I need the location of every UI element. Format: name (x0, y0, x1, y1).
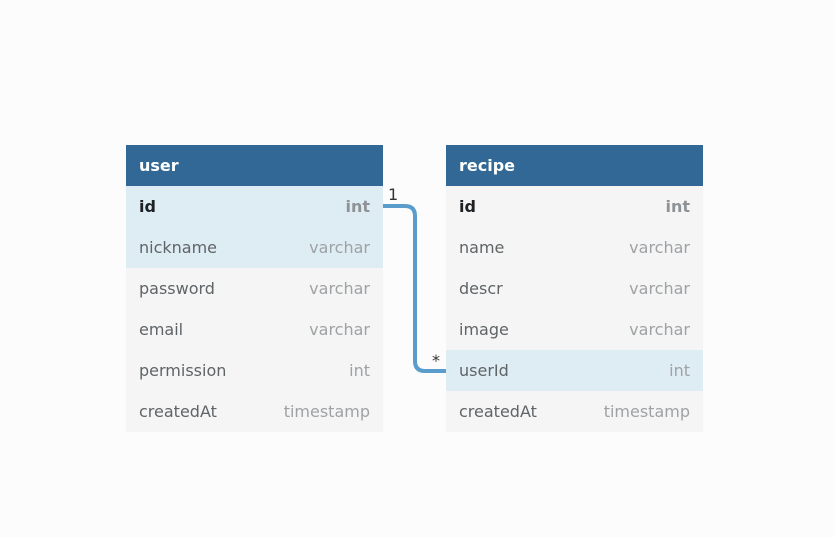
column-row[interactable]: createdAt timestamp (126, 391, 383, 432)
cardinality-one-label: 1 (388, 185, 399, 204)
column-name: image (459, 320, 509, 339)
column-name: id (459, 197, 476, 216)
column-row[interactable]: nickname varchar (126, 227, 383, 268)
column-name: password (139, 279, 215, 298)
column-type: int (665, 197, 690, 216)
column-name: createdAt (459, 402, 537, 421)
column-type: int (345, 197, 370, 216)
table-user[interactable]: user id int nickname varchar password va… (126, 145, 383, 432)
column-name: nickname (139, 238, 218, 257)
column-row[interactable]: id int (446, 186, 703, 227)
column-row[interactable]: id int (126, 186, 383, 227)
column-type: timestamp (603, 402, 690, 421)
column-type: timestamp (283, 402, 370, 421)
column-name: email (139, 320, 184, 339)
column-type: int (669, 361, 690, 380)
column-name: descr (459, 279, 503, 298)
column-row[interactable]: name varchar (446, 227, 703, 268)
table-header-user[interactable]: user (126, 145, 383, 186)
column-name: permission (139, 361, 227, 380)
column-type: varchar (309, 320, 370, 339)
column-row[interactable]: userId int (446, 350, 703, 391)
table-recipe[interactable]: recipe id int name varchar descr varchar… (446, 145, 703, 432)
column-row[interactable]: image varchar (446, 309, 703, 350)
column-name: userId (459, 361, 509, 380)
column-row[interactable]: descr varchar (446, 268, 703, 309)
column-type: varchar (629, 238, 690, 257)
column-row[interactable]: createdAt timestamp (446, 391, 703, 432)
column-name: name (459, 238, 505, 257)
column-type: varchar (629, 279, 690, 298)
column-row[interactable]: permission int (126, 350, 383, 391)
relationship-line[interactable] (383, 204, 446, 373)
column-name: id (139, 197, 156, 216)
column-type: int (349, 361, 370, 380)
column-type: varchar (309, 238, 370, 257)
cardinality-many-label: * (432, 351, 440, 370)
table-header-recipe[interactable]: recipe (446, 145, 703, 186)
column-type: varchar (309, 279, 370, 298)
column-row[interactable]: email varchar (126, 309, 383, 350)
column-name: createdAt (139, 402, 217, 421)
column-type: varchar (629, 320, 690, 339)
column-row[interactable]: password varchar (126, 268, 383, 309)
